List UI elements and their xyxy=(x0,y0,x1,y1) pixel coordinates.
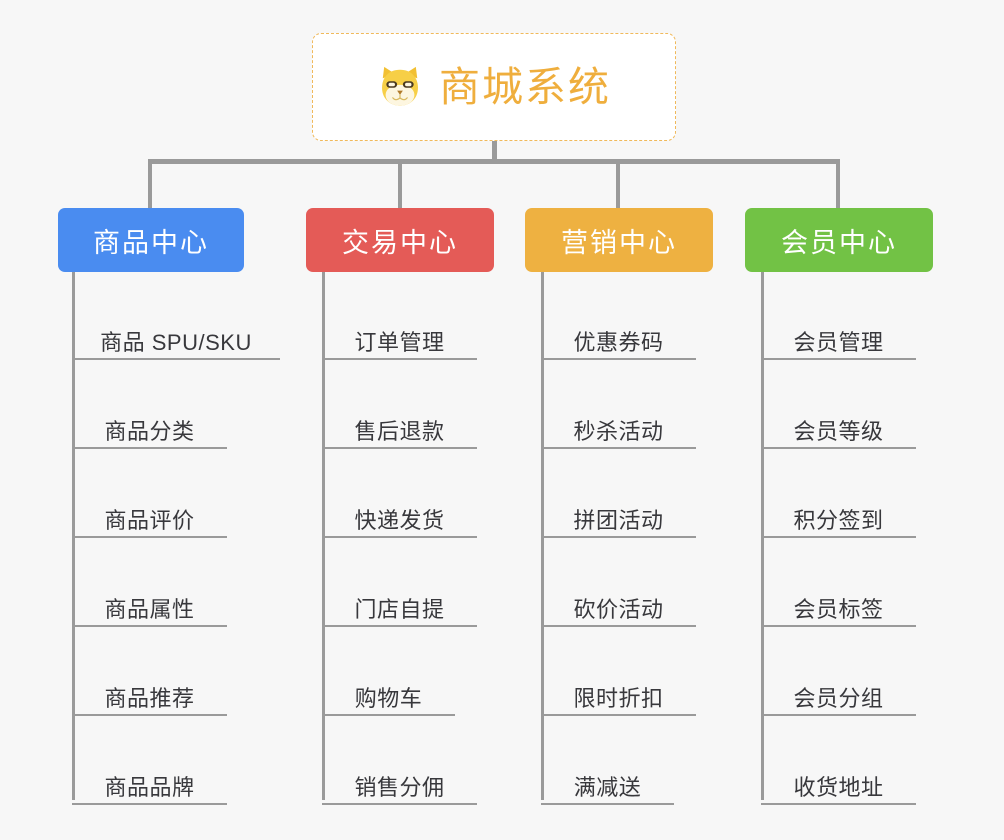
category-box-product-center[interactable]: 商品中心 xyxy=(58,208,244,272)
category-box-trade-center[interactable]: 交易中心 xyxy=(306,208,494,272)
leaf-label: 限时折扣 xyxy=(573,685,664,711)
leaf-label: 订单管理 xyxy=(354,329,445,355)
leaf-label: 会员管理 xyxy=(793,329,884,355)
leaf-label: 会员分组 xyxy=(793,685,884,711)
leaf-label: 商品推荐 xyxy=(104,685,195,711)
leaf-label: 快递发货 xyxy=(354,507,445,533)
leaf-item[interactable]: 商品品牌 xyxy=(72,757,227,805)
leaf-item[interactable]: 购物车 xyxy=(322,668,455,716)
leaf-label: 收货地址 xyxy=(793,774,884,800)
leaf-label: 积分签到 xyxy=(793,507,884,533)
connector-drop-2 xyxy=(398,159,402,209)
leaf-item[interactable]: 订单管理 xyxy=(322,312,477,360)
leaf-label: 商品评价 xyxy=(104,507,195,533)
category-label-marketing-center: 营销中心 xyxy=(561,227,677,258)
leaf-item[interactable]: 满减送 xyxy=(541,757,674,805)
leaf-item[interactable]: 商品评价 xyxy=(72,490,227,538)
leaf-label: 拼团活动 xyxy=(573,507,664,533)
category-box-marketing-center[interactable]: 营销中心 xyxy=(525,208,713,272)
connector-drop-3 xyxy=(616,159,620,209)
leaf-label: 购物车 xyxy=(354,685,423,711)
connector-drop-1 xyxy=(148,159,152,209)
root-node-card[interactable]: 商城系统 xyxy=(312,33,676,141)
shiba-dog-icon xyxy=(377,64,423,110)
leaf-item[interactable]: 商品属性 xyxy=(72,579,227,627)
leaf-item[interactable]: 会员标签 xyxy=(761,579,916,627)
leaf-item[interactable]: 限时折扣 xyxy=(541,668,696,716)
connector-horizontal-bus xyxy=(150,159,840,164)
leaf-item[interactable]: 拼团活动 xyxy=(541,490,696,538)
leaf-item[interactable]: 会员分组 xyxy=(761,668,916,716)
leaf-item[interactable]: 秒杀活动 xyxy=(541,401,696,449)
leaf-label: 售后退款 xyxy=(354,418,445,444)
category-label-product-center: 商品中心 xyxy=(93,227,209,258)
leaf-item[interactable]: 快递发货 xyxy=(322,490,477,538)
leaf-item[interactable]: 会员等级 xyxy=(761,401,916,449)
leaf-item[interactable]: 商品推荐 xyxy=(72,668,227,716)
leaf-label: 商品分类 xyxy=(104,418,195,444)
category-box-member-center[interactable]: 会员中心 xyxy=(745,208,933,272)
category-label-trade-center: 交易中心 xyxy=(342,227,458,258)
leaf-label: 门店自提 xyxy=(354,596,445,622)
leaf-label: 销售分佣 xyxy=(354,774,445,800)
leaf-item[interactable]: 商品 SPU/SKU xyxy=(72,312,280,360)
root-node-title: 商城系统 xyxy=(439,63,611,110)
leaf-label: 秒杀活动 xyxy=(573,418,664,444)
leaf-label: 满减送 xyxy=(573,774,642,800)
leaf-label: 砍价活动 xyxy=(573,596,664,622)
connector-drop-4 xyxy=(836,159,840,209)
leaf-item[interactable]: 商品分类 xyxy=(72,401,227,449)
leaf-label: 会员标签 xyxy=(793,596,884,622)
leaf-label: 优惠券码 xyxy=(573,329,664,355)
leaf-item[interactable]: 门店自提 xyxy=(322,579,477,627)
leaf-item[interactable]: 收货地址 xyxy=(761,757,916,805)
leaf-label: 商品属性 xyxy=(104,596,195,622)
leaf-item[interactable]: 砍价活动 xyxy=(541,579,696,627)
leaf-item[interactable]: 积分签到 xyxy=(761,490,916,538)
leaf-label: 商品品牌 xyxy=(104,774,195,800)
leaf-label: 商品 SPU/SKU xyxy=(100,329,252,355)
leaf-item[interactable]: 优惠券码 xyxy=(541,312,696,360)
leaf-item[interactable]: 销售分佣 xyxy=(322,757,477,805)
leaf-label: 会员等级 xyxy=(793,418,884,444)
leaf-item[interactable]: 会员管理 xyxy=(761,312,916,360)
leaf-item[interactable]: 售后退款 xyxy=(322,401,477,449)
connector-root-stem xyxy=(492,141,497,163)
category-label-member-center: 会员中心 xyxy=(781,227,897,258)
